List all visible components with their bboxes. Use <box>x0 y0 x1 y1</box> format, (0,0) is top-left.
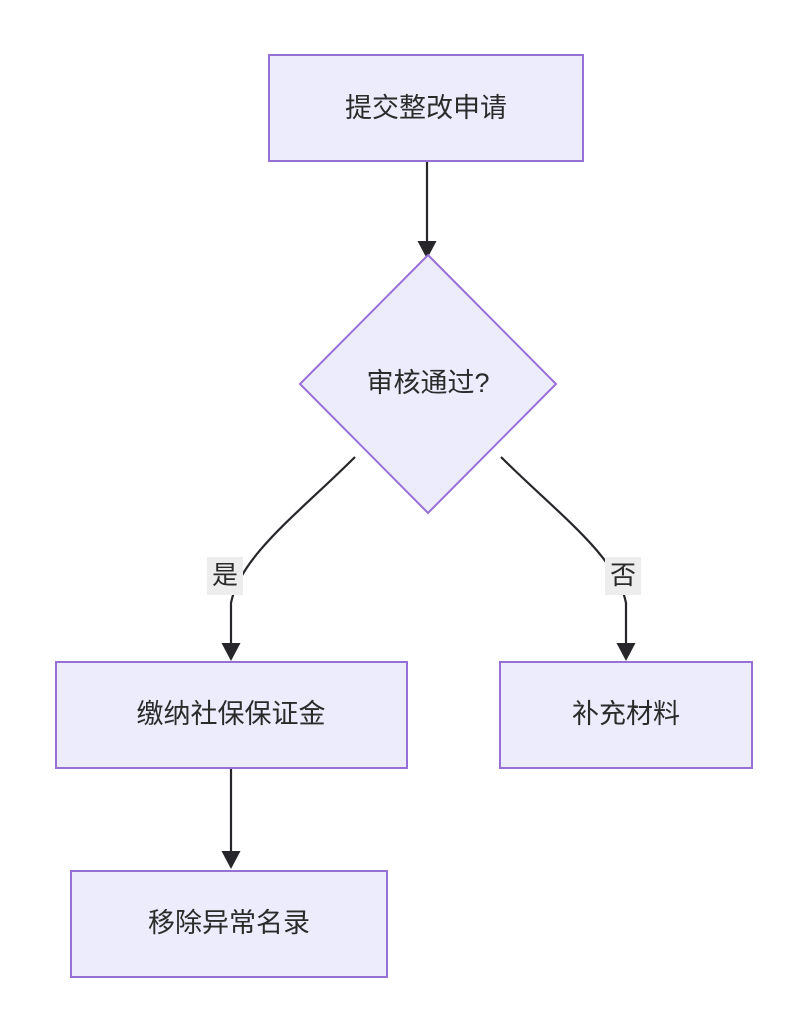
node-label-supplement: 补充材料 <box>572 699 680 729</box>
edge-line <box>229 456 356 648</box>
node-supplement-materials[interactable]: 补充材料 <box>499 661 753 769</box>
edge-submit-to-review <box>417 162 437 259</box>
node-review-decision[interactable]: 审核通过? <box>298 253 558 515</box>
arrowhead-icon <box>616 643 636 661</box>
node-label-pay: 缴纳社保保证金 <box>137 699 326 729</box>
edge-label-background <box>605 557 641 595</box>
edge-label-yes-text: 是 <box>212 560 238 590</box>
node-remove-listing[interactable]: 移除异常名录 <box>70 870 388 978</box>
edge-label-no: 否 <box>605 557 641 595</box>
edge-label-no-text: 否 <box>610 560 636 590</box>
node-rectangle[interactable] <box>268 54 584 162</box>
edge-label-yes: 是 <box>207 557 243 595</box>
node-rectangle[interactable] <box>499 661 753 769</box>
arrowhead-icon <box>221 643 241 661</box>
node-rectangle[interactable] <box>70 870 388 978</box>
edge-pay-to-remove <box>221 769 241 869</box>
node-pay-deposit[interactable]: 缴纳社保保证金 <box>55 661 408 769</box>
edge-line <box>500 456 628 648</box>
edge-label-background <box>207 557 243 595</box>
node-diamond[interactable] <box>298 253 558 515</box>
arrowhead-icon <box>417 241 437 259</box>
node-submit[interactable]: 提交整改申请 <box>268 54 584 162</box>
node-rectangle[interactable] <box>55 661 408 769</box>
node-label-submit: 提交整改申请 <box>345 93 507 123</box>
node-label-remove: 移除异常名录 <box>148 908 310 938</box>
arrowhead-icon <box>221 851 241 869</box>
node-label-review: 审核通过? <box>366 368 489 398</box>
